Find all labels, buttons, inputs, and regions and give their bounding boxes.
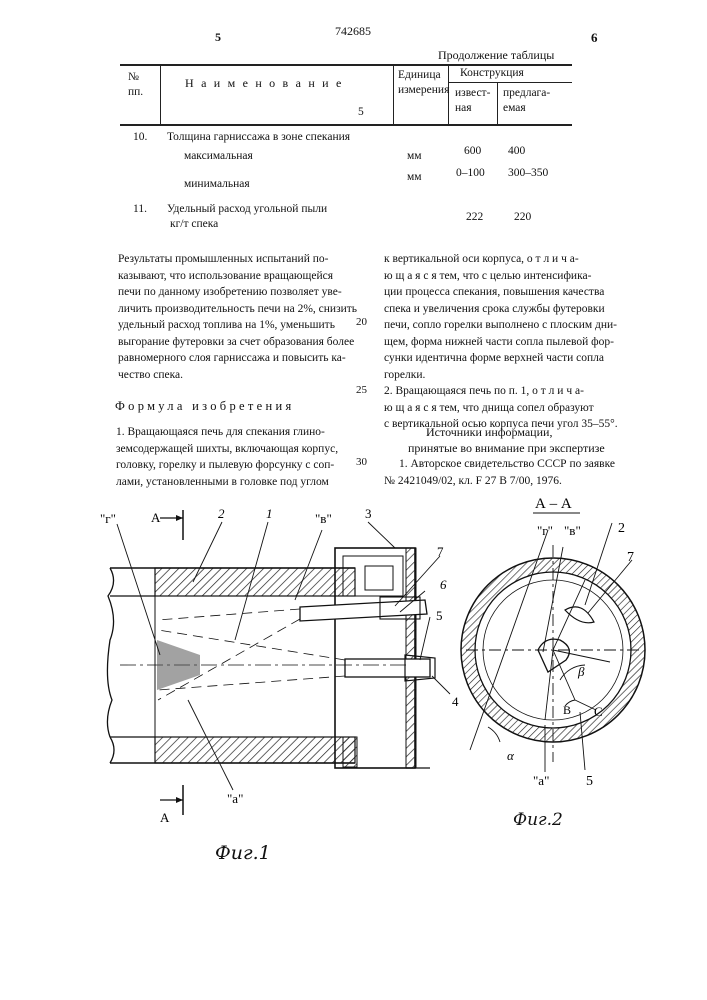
text-line: ции процесса спекания, повышения качеств…: [384, 284, 654, 301]
text-line: ю щ а я с я тем, что с целью интенсифика…: [384, 268, 654, 285]
label-2: 2: [618, 521, 625, 536]
formula-title: Формула изобретения: [115, 399, 295, 414]
label-g: "г": [537, 523, 553, 538]
text-line: чество спека.: [118, 367, 373, 384]
label-5: 5: [436, 608, 443, 623]
table-continuation-label: Продолжение таблицы: [438, 48, 554, 63]
table-header-known: извест- ная: [455, 86, 495, 116]
label-g: "г": [100, 511, 116, 526]
table-row-name: Удельный расход угольной пыли: [167, 203, 327, 215]
label-alpha: α: [507, 748, 515, 763]
label-c: С: [594, 704, 603, 719]
table-row-proposed: 300–350: [508, 167, 548, 179]
label-1: 1: [266, 506, 273, 521]
section-label: А: [160, 810, 170, 825]
text-line: земсодержащей шихты, включающая корпус,: [116, 441, 376, 458]
label-3: 3: [365, 506, 372, 521]
sources-subtitle: принятые во внимание при экспертизе: [408, 441, 605, 456]
text-line: спека и увеличения срока службы футеровк…: [384, 301, 654, 318]
label-5: 5: [586, 774, 593, 789]
text-line: печи, сопло горелки выполнено с плоским …: [384, 317, 654, 334]
text-line: удельный расход топлива на 1%, уменьшить: [118, 317, 373, 334]
results-paragraph: Результаты промышленных испытаний по- ка…: [118, 251, 373, 383]
dust-cone-hatch: [157, 640, 200, 690]
table-row-unit: мм: [407, 150, 422, 162]
line-number: 25: [356, 384, 367, 396]
figure-2-cross-section: А – А "г" "в" 2 7 β В С α "а" 5: [455, 490, 707, 820]
table-header-rule: [120, 124, 572, 126]
text-line: № 2421049/02, кл. F 27 В 7/00, 1976.: [384, 473, 664, 490]
text-line: лами, установленными в головке под углом: [116, 474, 376, 491]
table-subheader-rule: [448, 82, 572, 83]
table-row-name: Толщина гарниссажа в зоне спекания: [167, 131, 350, 143]
text-line: выгорание футеровки за счет образования …: [118, 334, 373, 351]
table-row-known: 600: [464, 145, 481, 157]
table-header-proposed: предлага- емая: [503, 86, 563, 116]
text-line: 1. Авторское свидетельство СССР по заявк…: [384, 456, 664, 473]
label-7: 7: [437, 544, 444, 559]
table-header-unit: Единица измерения: [398, 68, 446, 98]
claim1-continuation: к вертикальной оси корпуса, о т л и ч а-…: [384, 251, 654, 383]
text-line: казывают, что использование вращающейся: [118, 268, 373, 285]
text-line: Результаты промышленных испытаний по-: [118, 251, 373, 268]
table-header-design: Конструкция: [460, 67, 524, 79]
section-mark-bottom: А: [160, 785, 183, 825]
label-v: "в": [315, 511, 332, 526]
label-beta: β: [577, 664, 585, 679]
label-2: 2: [218, 506, 225, 521]
sources-list: 1. Авторское свидетельство СССР по заявк…: [384, 456, 664, 489]
kiln-body: [107, 568, 355, 763]
table-row-known: 0–100: [456, 167, 485, 179]
table-row-proposed: 400: [508, 145, 525, 157]
label-7: 7: [627, 550, 634, 565]
label-b: В: [563, 703, 571, 717]
text-line: личить производительность печи на 2%, сн…: [118, 301, 373, 318]
label-v: "в": [564, 523, 581, 538]
table-row-name: минимальная: [184, 178, 250, 190]
section-title: А – А: [535, 496, 572, 512]
text-line: горелки.: [384, 367, 654, 384]
text-line: равномерного слоя гарниссажа и повысить …: [118, 350, 373, 367]
page-number-right: 6: [591, 30, 598, 46]
text-line: к вертикальной оси корпуса, о т л и ч а-: [384, 251, 654, 268]
table-row-no: 11.: [133, 203, 147, 215]
table-col-divider: [497, 82, 498, 124]
text-line: печи по данному изобретению позволяет ув…: [118, 284, 373, 301]
section-mark-top: А: [151, 510, 183, 540]
claim1-paragraph: 1. Вращающаяся печь для спекания глино- …: [116, 424, 376, 490]
table-row-name: кг/т спека: [170, 218, 218, 230]
text-line: 1. Вращающаяся печь для спекания глино-: [116, 424, 376, 441]
line-number: 30: [356, 456, 367, 468]
table-row-no: 10.: [133, 131, 147, 143]
table-col-divider: [160, 64, 161, 124]
table-row-unit: мм: [407, 171, 422, 183]
section-label: А: [151, 510, 161, 525]
table-row-proposed: 220: [514, 211, 531, 223]
label-6: 6: [440, 577, 447, 592]
text-line: головку, горелку и пылевую форсунку с со…: [116, 457, 376, 474]
figure-2-caption: Фиг.2: [513, 810, 563, 830]
label-a: "а": [227, 791, 243, 806]
text-line: сунки идентична форме верхней части сопл…: [384, 350, 654, 367]
document-number: 742685: [335, 24, 371, 39]
table-row-name: максимальная: [184, 150, 253, 162]
figure-1-kiln-drawing: А А: [0, 490, 470, 870]
table-margin-mark: 5: [358, 106, 364, 118]
table-col-divider: [393, 64, 394, 124]
table-row-known: 222: [466, 211, 483, 223]
text-line: 2. Вращающаяся печь по п. 1, о т л и ч а…: [384, 383, 654, 400]
table-header-name: Н а и м е н о в а н и е: [185, 76, 344, 91]
figure-1-caption: Фиг.1: [215, 842, 271, 864]
text-line: щем, форма нижней части сопла пылевой фо…: [384, 334, 654, 351]
page-number-left: 5: [215, 30, 221, 45]
text-line: ю щ а я с я тем, что днища сопел образую…: [384, 400, 654, 417]
burner: [345, 655, 435, 681]
label-a: "а": [533, 773, 549, 788]
table-header-no: № пп.: [128, 70, 152, 100]
sources-title: Источники информации,: [426, 425, 552, 440]
table-top-rule: [120, 64, 572, 66]
line-number: 20: [356, 316, 367, 328]
